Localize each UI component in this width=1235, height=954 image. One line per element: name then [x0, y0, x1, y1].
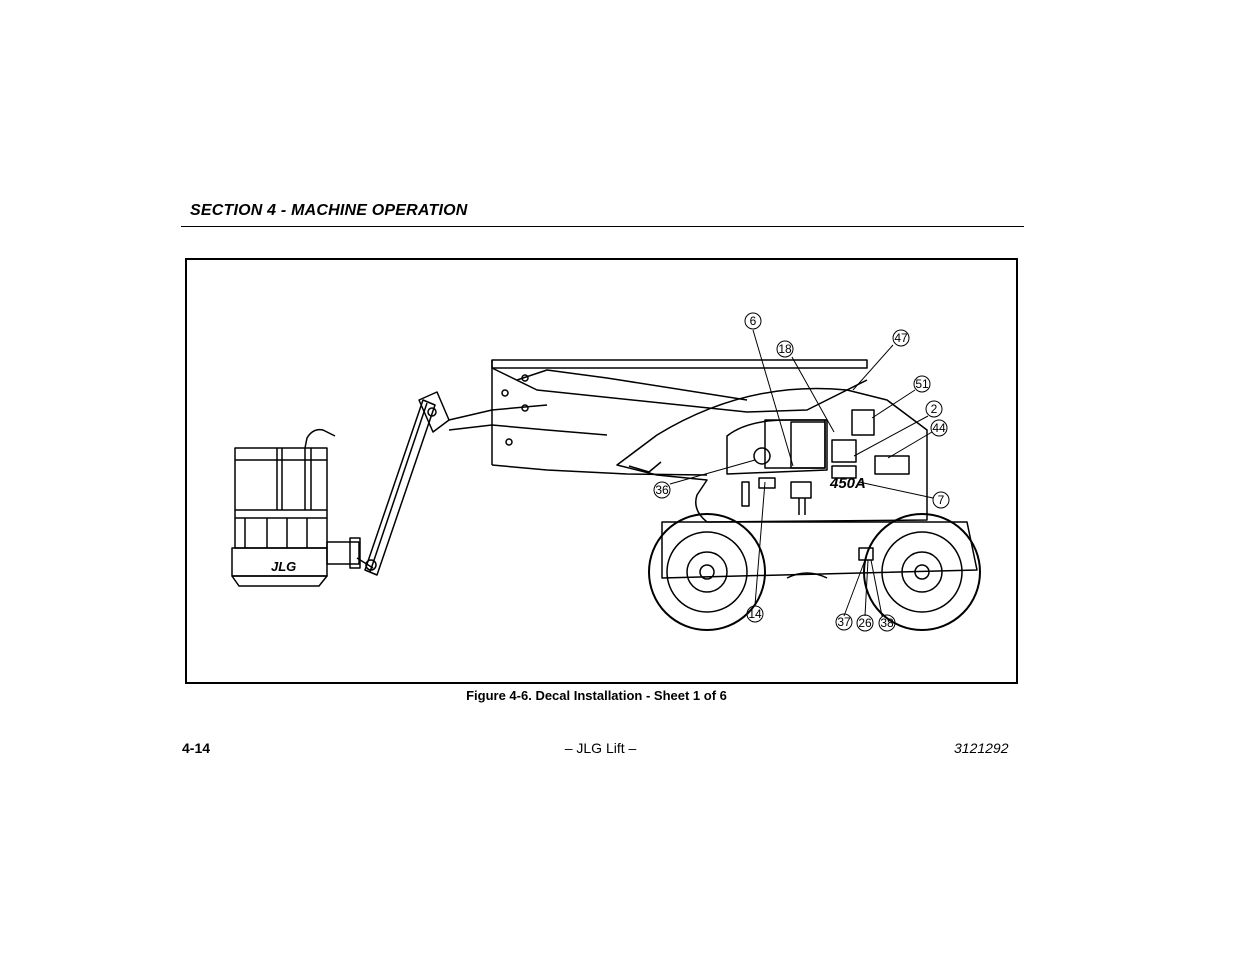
rear-wheel [863, 513, 981, 631]
callout-6: 6 [750, 314, 757, 328]
platform-jlg-logo: JLG [271, 559, 296, 574]
figure-frame: JLG [185, 258, 1018, 684]
document-number: 3121292 [954, 740, 1009, 756]
turntable-body [616, 387, 928, 523]
footer-center-text: – JLG Lift – [564, 740, 637, 756]
callout-26: 26 [858, 616, 872, 630]
boom-lift-diagram: JLG [231, 312, 981, 632]
figure-caption-text: Figure 4-6. Decal Installation - Sheet 1… [466, 688, 727, 703]
jib-arm [356, 391, 450, 576]
upper-boom [448, 359, 868, 476]
front-wheel [648, 513, 766, 631]
section-title: SECTION 4 - MACHINE OPERATION [190, 202, 468, 219]
section-divider [181, 226, 1024, 227]
chassis [661, 521, 978, 579]
callout-18: 18 [778, 342, 792, 356]
footer-center: – JLG Lift – [0, 740, 1235, 756]
callout-circles [653, 312, 950, 632]
callout-leader-lines [669, 329, 934, 617]
callout-7: 7 [938, 493, 945, 507]
figure-caption: Figure 4-6. Decal Installation - Sheet 1… [0, 688, 1235, 703]
callout-2: 2 [931, 402, 938, 416]
callout-51: 51 [915, 377, 929, 391]
page-number: 4-14 [182, 740, 211, 756]
callout-44: 44 [932, 421, 946, 435]
callout-36: 36 [655, 483, 669, 497]
callout-14: 14 [748, 607, 762, 621]
callout-37: 37 [837, 615, 851, 629]
callout-47: 47 [894, 331, 908, 345]
callout-38: 38 [880, 616, 894, 630]
model-badge: 450A [829, 475, 866, 492]
platform-basket [231, 428, 361, 587]
